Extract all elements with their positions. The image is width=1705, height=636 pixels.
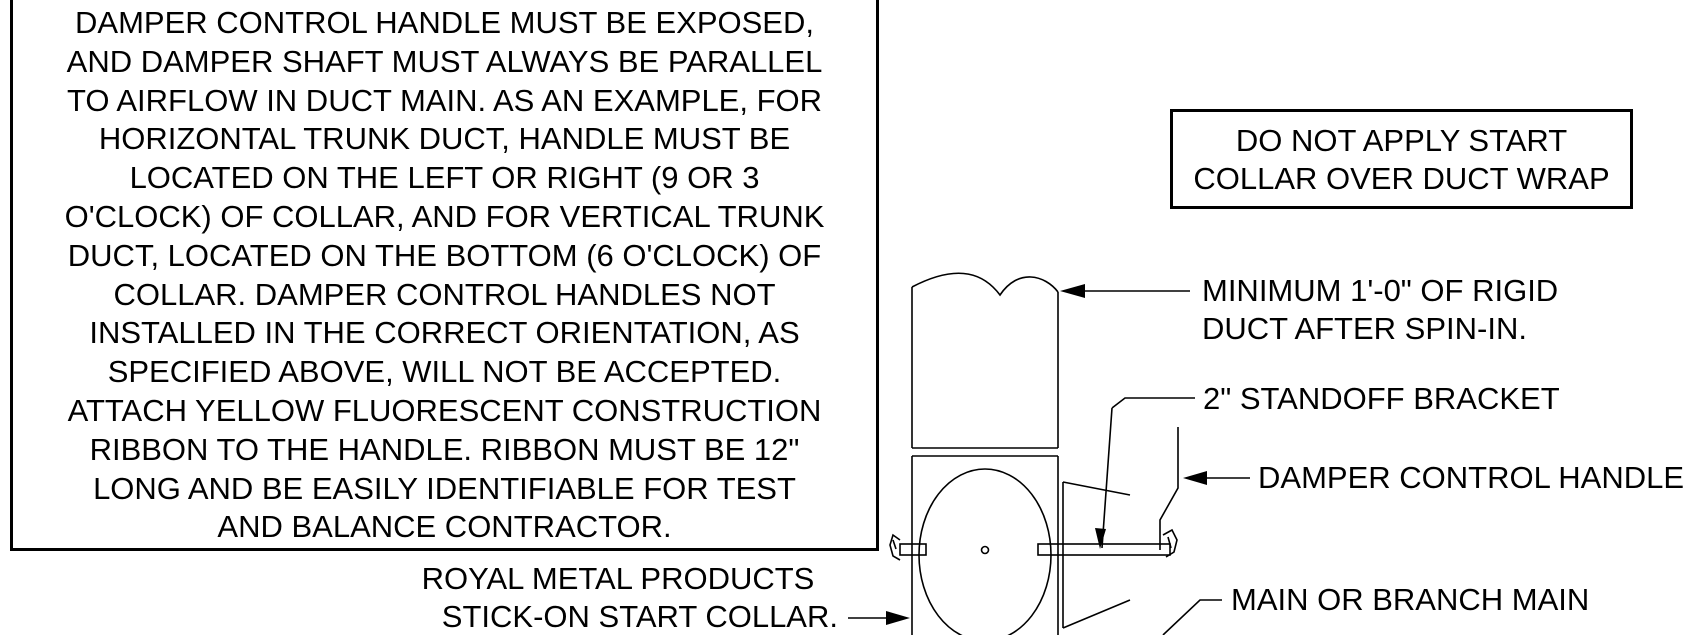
note-line: COLLAR. DAMPER CONTROL HANDLES NOT (113, 276, 776, 312)
warning-line: DO NOT APPLY START (1235, 123, 1568, 158)
arrow-rigid (1060, 284, 1085, 298)
callout-standoff-bracket: 2" STANDOFF BRACKET (1203, 381, 1560, 416)
callout-start-collar: ROYAL METAL PRODUCTS STICK-ON START COLL… (398, 560, 838, 636)
damper-shaft (1037, 543, 1171, 556)
note-line: SPECIFIED ABOVE, WILL NOT BE ACCEPTED. (107, 354, 782, 390)
warning-line: COLLAR OVER DUCT WRAP (1193, 161, 1610, 196)
note-line: HORIZONTAL TRUNK DUCT, HANDLE MUST BE (98, 121, 791, 157)
leader-standoff (1101, 397, 1195, 549)
left-shaft-end (899, 543, 927, 556)
damper-shaft-point (980, 545, 990, 555)
callout-start-collar-line: STICK-ON START COLLAR. (441, 599, 838, 634)
callout-rigid-duct-line: DUCT AFTER SPIN-IN. (1202, 311, 1527, 346)
note-line: DUCT, LOCATED ON THE BOTTOM (6 O'CLOCK) … (67, 237, 822, 273)
duct-wrap-warning-box: DO NOT APPLY START COLLAR OVER DUCT WRAP (1170, 109, 1633, 209)
note-line: LOCATED ON THE LEFT OR RIGHT (9 OR 3 (129, 160, 760, 196)
note-line: AND DAMPER SHAFT MUST ALWAYS BE PARALLEL (66, 43, 823, 79)
damper-blade (918, 468, 1052, 635)
callout-rigid-duct-line: MINIMUM 1'-0" OF RIGID (1202, 273, 1559, 308)
right-wing-nut (1162, 528, 1178, 558)
rigid-duct-break (911, 272, 1059, 297)
note-line: ATTACH YELLOW FLUORESCENT CONSTRUCTION (67, 392, 822, 428)
arrow-standoff (1095, 528, 1106, 549)
note-line: INSTALLED IN THE CORRECT ORIENTATION, AS (89, 315, 800, 351)
left-wing-nut (889, 533, 901, 561)
note-line: O'CLOCK) OF COLLAR, AND FOR VERTICAL TRU… (64, 198, 825, 234)
callout-rigid-duct: MINIMUM 1'-0" OF RIGID DUCT AFTER SPIN-I… (1202, 272, 1558, 348)
leader-main (1162, 599, 1222, 635)
note-line: TO AIRFLOW IN DUCT MAIN. AS AN EXAMPLE, … (66, 82, 823, 118)
note-line: LONG AND BE EASILY IDENTIFIABLE FOR TEST (93, 470, 796, 506)
note-line: DAMPER CONTROL HANDLE MUST BE EXPOSED, (75, 5, 814, 40)
installation-note-box: DAMPER CONTROL HANDLE MUST BE EXPOSED, A… (10, 0, 879, 551)
arrow-handle (1183, 471, 1207, 485)
note-line: AND BALANCE CONTRACTOR. (217, 509, 672, 545)
callout-damper-handle: DAMPER CONTROL HANDLE (1258, 460, 1685, 495)
callout-start-collar-line: ROYAL METAL PRODUCTS (421, 561, 815, 596)
arrow-collar (886, 611, 910, 625)
note-line: RIBBON TO THE HANDLE. RIBBON MUST BE 12" (89, 431, 800, 467)
damper-handle (1159, 427, 1179, 550)
callout-main-branch: MAIN OR BRANCH MAIN (1231, 582, 1590, 617)
